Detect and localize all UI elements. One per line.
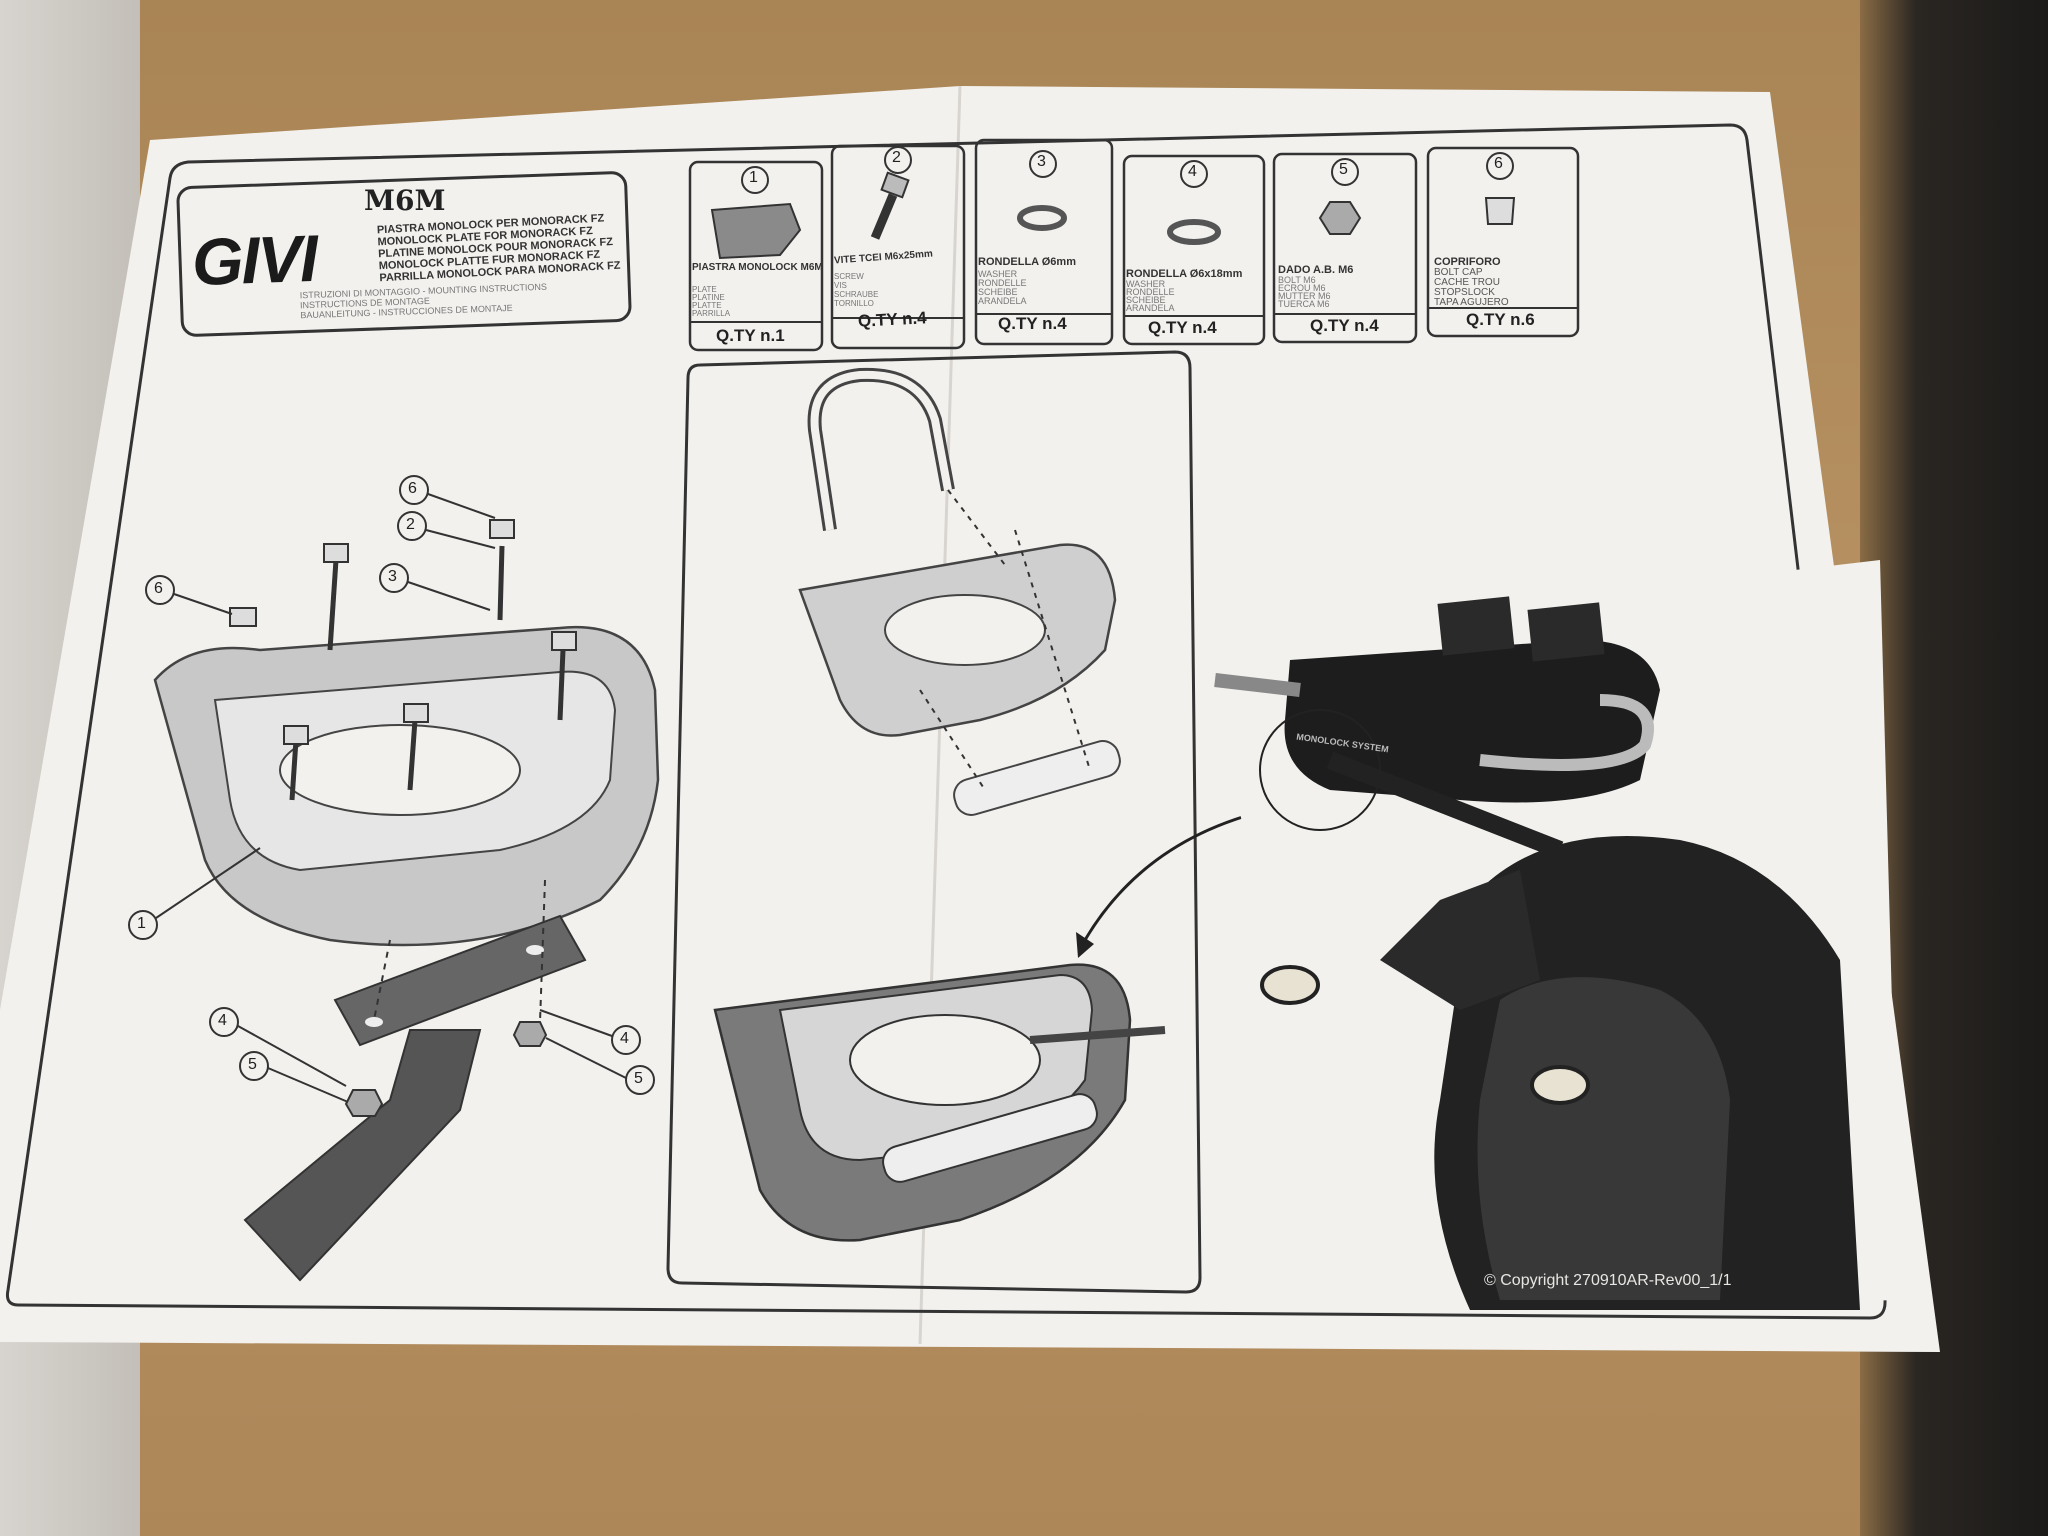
- header-box: [176, 171, 632, 337]
- part-box-6: [1426, 146, 1580, 338]
- motorcycle-photo: [1200, 560, 1900, 1310]
- handle-plate-drawing-bottom: [713, 963, 1166, 1242]
- model-title: M6M: [364, 184, 446, 217]
- part-number-circle-2: [884, 146, 912, 174]
- sub-line: TUERCA M6: [1278, 299, 1330, 309]
- part-number-4: 4: [1188, 163, 1197, 180]
- copyright-text: © Copyright 270910AR-Rev00_1/1: [1484, 1272, 1732, 1289]
- part-number-circle-5: [1331, 158, 1359, 186]
- middle-panel: [666, 350, 1202, 1294]
- sub-line: CACHE TROU: [1434, 277, 1500, 288]
- qty-5: Q.TY n.4: [1310, 316, 1379, 335]
- sub-line: ARANDELA: [1126, 303, 1175, 313]
- callout-1: 1: [137, 915, 146, 932]
- sub-line: SCHEIBE: [978, 287, 1018, 297]
- callouts: [128, 475, 655, 1095]
- sub-line: RONDELLE: [978, 278, 1027, 288]
- part-name-1: PIASTRA MONOLOCK M6M: [692, 262, 823, 273]
- part-sub-1: PLATE PLATINE PLATTE PARRILLA: [692, 286, 730, 318]
- part-sub-5: BOLT M6 ECROU M6 MUTTER M6 TUERCA M6: [1278, 275, 1331, 309]
- part-number-1: 1: [749, 169, 758, 186]
- sheet-border: [6, 123, 1887, 1320]
- sub-line: PARRILLA: [692, 309, 731, 318]
- bolt-cap-icon: [1484, 197, 1516, 225]
- callout-6a: 6: [408, 480, 417, 497]
- callout-4b: 4: [620, 1030, 629, 1047]
- sub-line: BOLT M6: [1278, 275, 1316, 285]
- callout-6b: 6: [154, 580, 163, 597]
- part-box-5: [1272, 152, 1418, 344]
- monolock-plate-photo: [1284, 640, 1660, 803]
- large-washer-icon: [1167, 219, 1221, 245]
- part-number-2: 2: [892, 149, 901, 166]
- plate-icon: [710, 202, 802, 260]
- nut-icon: [1318, 201, 1362, 235]
- part-box-1: [688, 160, 824, 352]
- part-sub-6: BOLT CAP CACHE TROU STOPSLOCK TAPA AGUJE…: [1434, 268, 1509, 308]
- part-number-3: 3: [1037, 153, 1046, 170]
- sub-line: RONDELLE: [1126, 287, 1175, 297]
- parts-table: [688, 138, 1580, 352]
- sub-line: VIS: [834, 281, 847, 290]
- sub-line: ARANDELA: [978, 296, 1027, 306]
- qty-6: Q.TY n.6: [1466, 310, 1535, 329]
- header-description: PIASTRA MONOLOCK PER MONORACK FZ MONOLOC…: [377, 212, 621, 284]
- part-name-3: RONDELLA Ø6mm: [978, 256, 1076, 268]
- turn-signal-left: [1260, 965, 1320, 1005]
- exploded-plate-drawing: [153, 519, 660, 1282]
- part-name-5: DADO A.B. M6: [1278, 264, 1354, 276]
- part-number-circle-6: [1486, 152, 1514, 180]
- sub-line: BOLT CAP: [1434, 267, 1483, 278]
- sub-line: STOPSLOCK: [1434, 287, 1495, 298]
- part-number-5: 5: [1339, 161, 1348, 178]
- givi-logo: GIVI: [190, 220, 318, 300]
- part-number-circle-4: [1180, 160, 1208, 188]
- part-box-4: [1122, 154, 1266, 346]
- sub-line: WASHER: [1126, 279, 1166, 289]
- qty-2: Q.TY n.4: [857, 308, 928, 331]
- part-sub-3: WASHER RONDELLE SCHEIBE ARANDELA: [978, 270, 1027, 306]
- part-number-circle-1: [741, 166, 769, 194]
- qty-1: Q.TY n.1: [716, 326, 785, 345]
- turn-signal-right: [1530, 1065, 1590, 1105]
- callout-4a: 4: [218, 1012, 227, 1029]
- sub-line: TAPA AGUJERO: [1434, 297, 1509, 308]
- sub-line: ECROU M6: [1278, 283, 1326, 293]
- detail-circle: [1259, 709, 1381, 831]
- callout-2: 2: [406, 516, 415, 533]
- part-box-3: [974, 138, 1114, 346]
- part-number-circle-3: [1029, 150, 1057, 178]
- part-name-4: RONDELLA Ø6x18mm: [1126, 268, 1243, 280]
- part-sub-4: WASHER RONDELLE SCHEIBE ARANDELA: [1126, 279, 1175, 313]
- sub-line: PLATTE: [692, 301, 722, 310]
- qty-4: Q.TY n.4: [1148, 318, 1217, 337]
- qty-3: Q.TY n.4: [998, 314, 1067, 333]
- part-number-6: 6: [1494, 155, 1503, 172]
- part-sub-2: SCREW VIS SCHRAUBE TORNILLO: [834, 272, 878, 308]
- sub-line: PLATE: [692, 285, 717, 294]
- sub-line: SCREW: [834, 272, 864, 281]
- sub-line: TORNILLO: [834, 299, 874, 308]
- screw-icon: [870, 171, 910, 240]
- sub-line: SCHRAUBE: [834, 290, 879, 299]
- sub-line: MUTTER M6: [1278, 291, 1331, 301]
- sub-line: PLATINE: [692, 293, 725, 302]
- sub-line: WASHER: [978, 269, 1018, 279]
- part-name-6: COPRIFORO: [1434, 256, 1501, 268]
- callout-5a: 5: [248, 1056, 257, 1073]
- callout-3: 3: [388, 568, 397, 585]
- callout-5b: 5: [634, 1070, 643, 1087]
- handle-plate-drawing-top: [798, 367, 1121, 816]
- detail-arrow-head: [1076, 932, 1094, 958]
- sub-line: SCHEIBE: [1126, 295, 1166, 305]
- washer-icon: [1017, 205, 1067, 231]
